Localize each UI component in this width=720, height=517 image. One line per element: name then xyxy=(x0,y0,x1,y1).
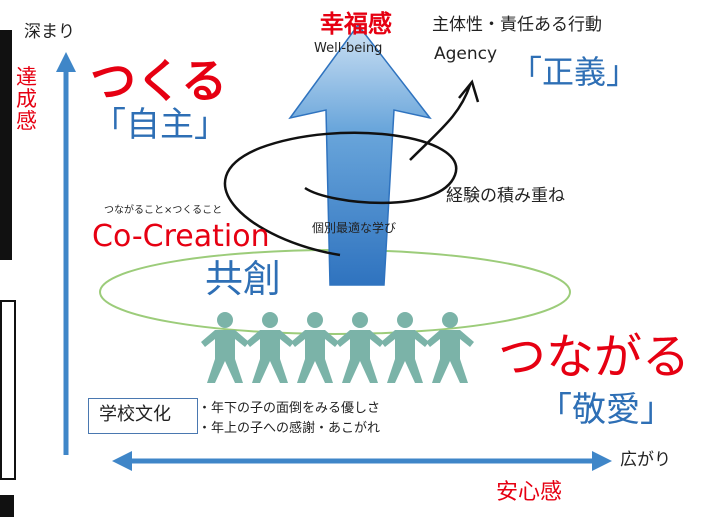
experience-label: 経験の積み重ね xyxy=(446,186,565,206)
jishu-label: 「自主」 xyxy=(92,105,228,145)
individual-learning-label: 個別最適な学び xyxy=(312,221,397,235)
keiai-label: 「敬愛」 xyxy=(538,390,674,430)
y-axis-side-label: 達成感 xyxy=(16,65,37,134)
cocreation-label: Co-Creation xyxy=(92,219,270,254)
y-axis-top-label: 深まり xyxy=(24,22,75,42)
school-culture-box: 学校文化 xyxy=(88,398,198,434)
happiness-label: 幸福感 xyxy=(320,10,392,38)
tsunagaru-label: つながる xyxy=(498,329,691,385)
tsukuru-label: つくる xyxy=(90,54,228,108)
x-axis-arrowhead-right xyxy=(592,451,612,471)
spiral-arrowhead xyxy=(458,79,480,103)
y-axis-arrowhead xyxy=(56,52,76,72)
kyoso-label: 共創 xyxy=(205,257,282,301)
people-chain xyxy=(201,312,474,383)
justice-label: 「正義」 xyxy=(510,53,639,91)
wellbeing-label: Well-being xyxy=(314,41,383,56)
growth-arrow xyxy=(288,23,432,286)
culture-line-2: ・年上の子への感謝・あこがれ xyxy=(198,421,381,436)
left-edge-bar-top xyxy=(0,30,12,260)
x-axis-arrowhead-left xyxy=(112,451,132,471)
agency-en-label: Agency xyxy=(434,44,498,64)
x-axis-bottom-label: 安心感 xyxy=(496,480,563,505)
culture-line-1: ・年下の子の面倒をみる優しさ xyxy=(198,401,381,416)
school-culture-label: 学校文化 xyxy=(99,404,171,425)
tsunagaru-tsukuru-small-label: つながること×つくること xyxy=(104,205,223,216)
left-edge-bar-corner xyxy=(0,495,14,517)
x-axis-right-label: 広がり xyxy=(620,450,671,470)
spiral-exit-line xyxy=(409,84,472,161)
spiral-loop xyxy=(223,131,458,257)
agency-jp-label: 主体性・責任ある行動 xyxy=(432,15,602,35)
